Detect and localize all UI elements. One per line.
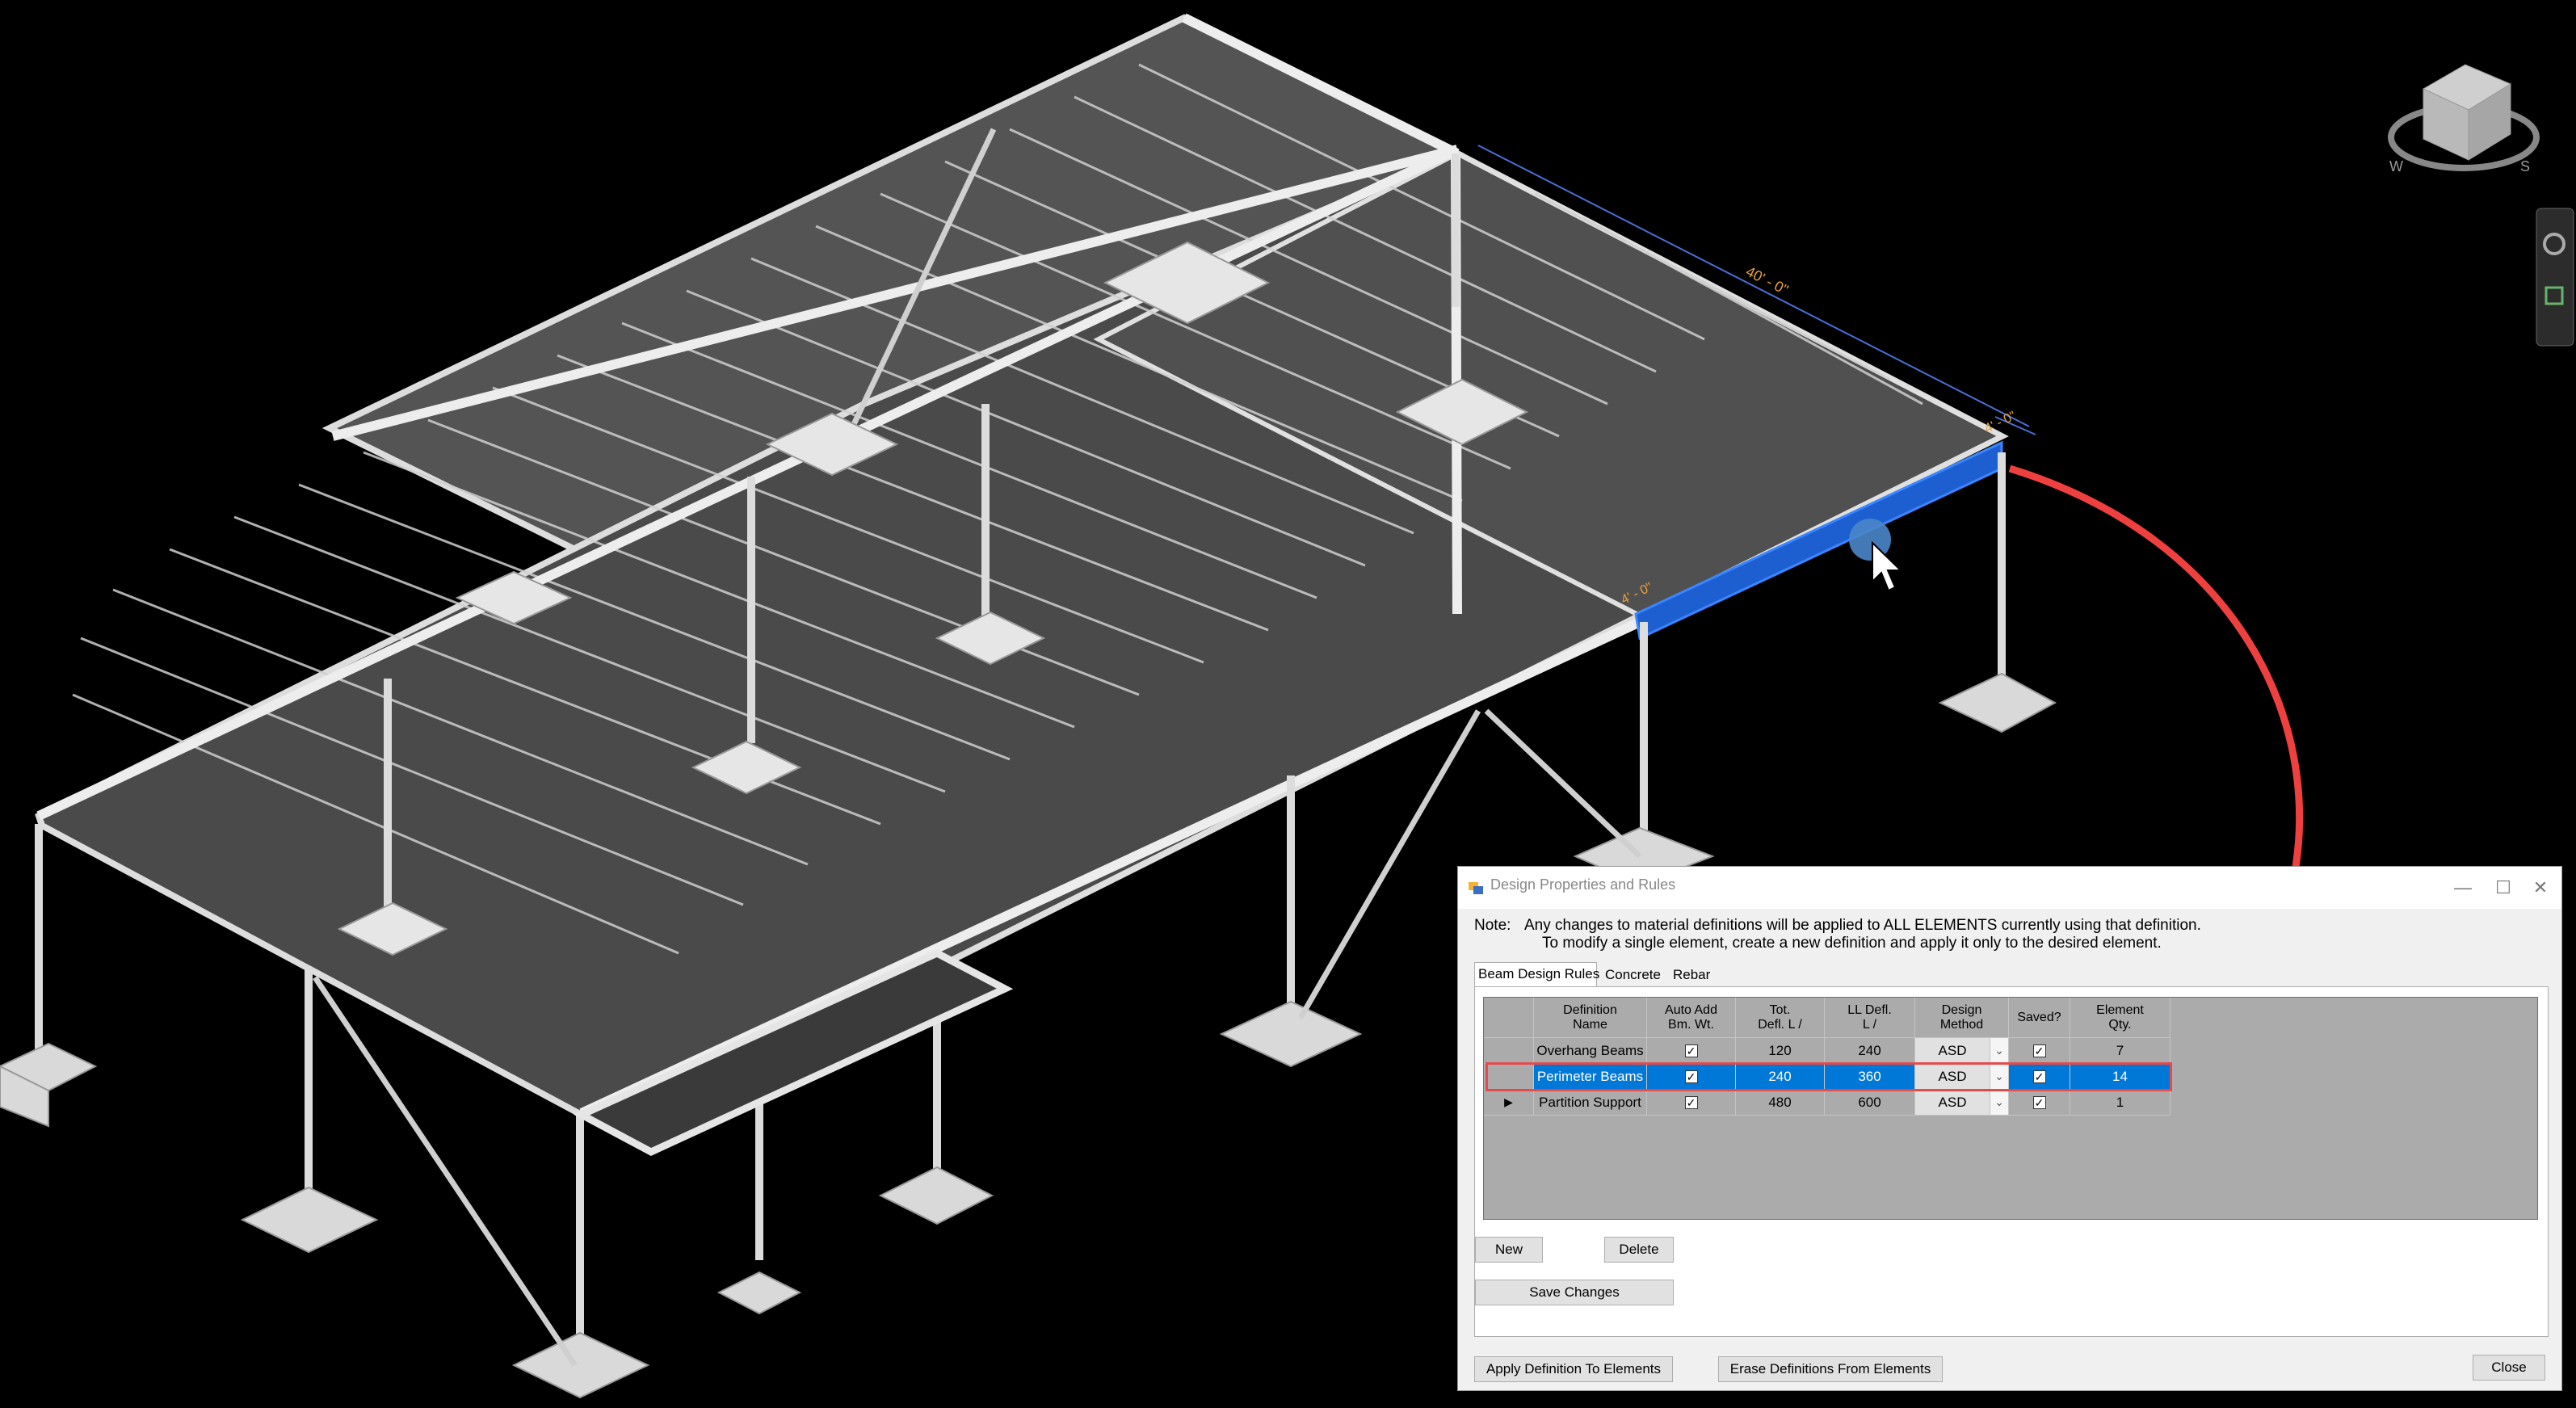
dimension-line-long (1477, 145, 2030, 427)
steering-wheel-icon (2543, 233, 2565, 255)
chevron-down-icon[interactable]: ⌄ (1990, 1038, 2008, 1063)
row-header[interactable] (1484, 1038, 1534, 1064)
erase-definitions-button[interactable]: Erase Definitions From Elements (1718, 1356, 1943, 1382)
minimize-icon: — (2454, 877, 2472, 897)
checkbox[interactable]: ✓ (2032, 1044, 2046, 1057)
note-line-1: Any changes to material definitions will… (1524, 917, 2201, 934)
col-tot-defl[interactable]: Tot.Defl. L / (1736, 998, 1825, 1038)
cell-ll-defl[interactable]: 240 (1825, 1038, 1915, 1064)
checkbox[interactable]: ✓ (2032, 1095, 2046, 1109)
bracing (313, 128, 1642, 1367)
chevron-down-icon[interactable]: ⌄ (1990, 1064, 2008, 1089)
cell-name[interactable]: Partition Support (1534, 1090, 1647, 1116)
tab-beam-design-rules[interactable]: Beam Design Rules (1474, 962, 1599, 986)
row-highlight-box (1486, 1062, 2172, 1091)
dialog-titlebar[interactable]: Design Properties and Rules — ☐ ✕ (1458, 867, 2561, 909)
delete-button[interactable]: Delete (1604, 1237, 1674, 1263)
tab-concrete[interactable]: Concrete (1605, 967, 1661, 982)
cell-auto-add[interactable]: ✓ (1647, 1090, 1736, 1116)
cell-auto-add[interactable]: ✓ (1647, 1038, 1736, 1064)
row-header-corner (1484, 998, 1534, 1038)
row-pointer-icon: ▶ (1504, 1095, 1513, 1108)
dimension-short-right: 4' - 0" (1982, 409, 2018, 435)
cell-tot-defl[interactable]: 120 (1736, 1038, 1825, 1064)
cell-tot-defl[interactable]: 480 (1736, 1090, 1825, 1116)
checkbox[interactable]: ✓ (1684, 1044, 1698, 1057)
compass-w: W (2389, 158, 2403, 174)
tab-rebar[interactable]: Rebar (1673, 967, 1711, 982)
close-button[interactable]: Close (2473, 1355, 2545, 1381)
viewcube[interactable]: W S (2388, 64, 2540, 174)
cell-ll-defl[interactable]: 360 (1825, 1064, 1915, 1090)
mouse-cursor-icon (1872, 540, 1903, 592)
checkbox[interactable]: ✓ (1684, 1070, 1698, 1083)
save-changes-button[interactable]: Save Changes (1475, 1280, 1674, 1305)
cell-element-qty[interactable]: 1 (2070, 1090, 2170, 1116)
overhang-frame (573, 948, 1014, 1157)
cell-saved[interactable]: ✓ (2009, 1038, 2070, 1064)
checkbox[interactable]: ✓ (2032, 1070, 2046, 1083)
cell-design-method[interactable]: ASD⌄ (1915, 1038, 2009, 1064)
note-label: Note: (1474, 917, 1511, 934)
cell-name[interactable]: Overhang Beams (1534, 1038, 1647, 1064)
note-line-2: To modify a single element, create a new… (1542, 935, 2162, 952)
close-window-button[interactable]: ✕ (2524, 872, 2557, 904)
method-value: ASD (1915, 1038, 1990, 1063)
maximize-icon: ☐ (2495, 877, 2511, 897)
app-icon (1469, 882, 1483, 894)
orbit-icon (2544, 286, 2564, 305)
navigation-bar[interactable] (2536, 208, 2574, 347)
chevron-down-icon[interactable]: ⌄ (1990, 1090, 2008, 1115)
cell-element-qty[interactable]: 14 (2070, 1064, 2170, 1090)
cell-design-method[interactable]: ASD⌄ (1915, 1064, 2009, 1090)
checkbox[interactable]: ✓ (1684, 1095, 1698, 1109)
cell-saved[interactable]: ✓ (2009, 1090, 2070, 1116)
col-saved[interactable]: Saved? (2009, 998, 2070, 1038)
mechanical-units (337, 241, 1529, 956)
cell-auto-add[interactable]: ✓ (1647, 1064, 1736, 1090)
new-button[interactable]: New (1475, 1237, 1543, 1263)
minimize-button[interactable]: — (2447, 872, 2479, 904)
compass-s: S (2520, 158, 2530, 174)
apply-definition-button[interactable]: Apply Definition To Elements (1474, 1356, 1673, 1382)
cell-element-qty[interactable]: 7 (2070, 1038, 2170, 1064)
row-header[interactable]: ▶ (1484, 1090, 1534, 1116)
cell-ll-defl[interactable]: 600 (1825, 1090, 1915, 1116)
close-icon: ✕ (2532, 877, 2549, 897)
cell-saved[interactable]: ✓ (2009, 1064, 2070, 1090)
dialog-title: Design Properties and Rules (1490, 876, 1676, 893)
method-value: ASD (1915, 1064, 1990, 1089)
maximize-button[interactable]: ☐ (2487, 872, 2519, 904)
col-ll-defl[interactable]: LL Defl.L / (1825, 998, 1915, 1038)
method-value: ASD (1915, 1090, 1990, 1115)
design-properties-dialog: Design Properties and Rules — ☐ ✕ Note: … (1457, 866, 2562, 1391)
cell-design-method[interactable]: ASD⌄ (1915, 1090, 2009, 1116)
columns (35, 153, 2006, 1341)
